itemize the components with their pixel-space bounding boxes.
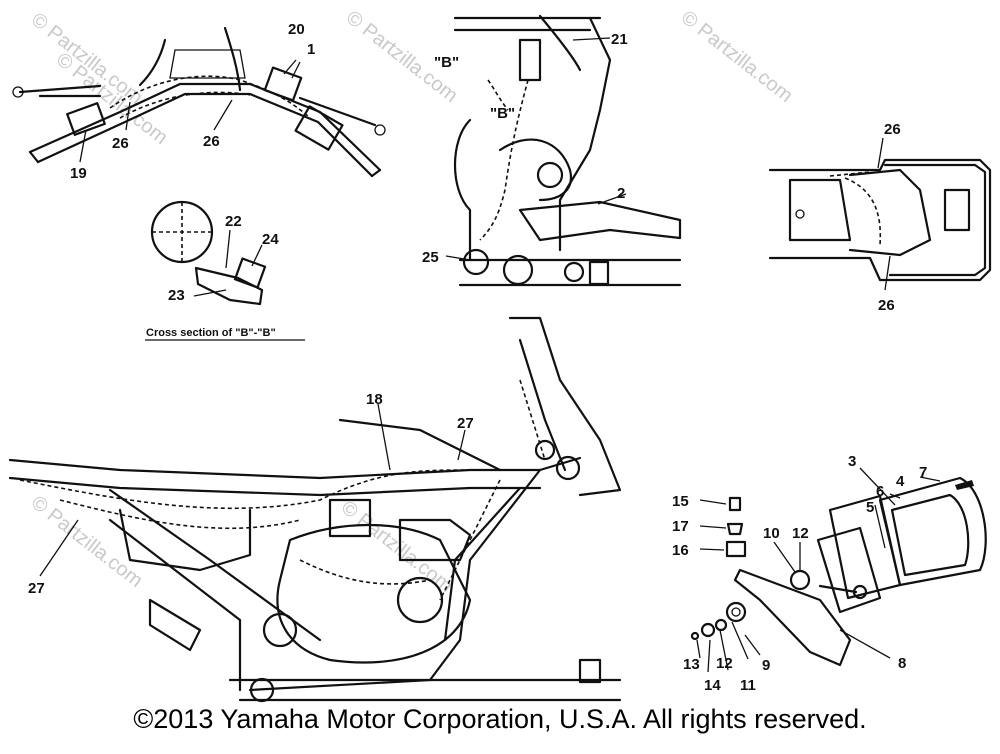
callout-label: 14 — [704, 677, 721, 694]
watermark: © Partzilla.com — [27, 492, 147, 592]
callout-label: 8 — [898, 655, 906, 672]
callout-label: 25 — [422, 249, 439, 266]
callout-label: 17 — [672, 518, 689, 535]
callout-label: 12 — [716, 655, 733, 672]
callout-label: 1 — [307, 41, 315, 58]
callout-label: 16 — [672, 542, 689, 559]
callout-label: 7 — [919, 464, 927, 481]
callout-label: 22 — [225, 213, 242, 230]
callout-label: 21 — [611, 31, 628, 48]
callout-label: 2 — [617, 185, 625, 202]
callout-label: 4 — [896, 473, 905, 490]
callout-label: 26 — [884, 121, 901, 138]
callout-label: 18 — [366, 391, 383, 408]
callout-label: 9 — [762, 657, 770, 674]
callout-label: 20 — [288, 21, 305, 38]
callout-label: 10 — [763, 525, 780, 542]
section-mark: "B" — [434, 54, 459, 71]
copyright-notice: ©2013 Yamaha Motor Corporation, U.S.A. A… — [133, 704, 867, 734]
callout-label: 24 — [262, 231, 279, 248]
section-caption: Cross section of "B"-"B" — [146, 327, 276, 339]
callout-label: 13 — [683, 656, 700, 673]
callout-label: 6 — [876, 483, 884, 500]
callout-label: 23 — [168, 287, 185, 304]
callout-label: 27 — [457, 415, 474, 432]
callout-label: 15 — [672, 493, 689, 510]
handlebar-detail — [12, 26, 386, 178]
section-mark: "B" — [490, 105, 515, 122]
taillight-exploded — [690, 467, 987, 673]
watermark: © Partzilla.com — [337, 497, 457, 597]
callout-label: 12 — [792, 525, 809, 542]
watermark: © Partzilla.com — [677, 7, 797, 107]
rear-fender-detail — [768, 137, 992, 291]
callout-label: 11 — [740, 677, 756, 694]
callout-label: 26 — [878, 297, 895, 314]
cross-section-bb — [145, 200, 305, 341]
watermark: © Partzilla.com — [27, 9, 147, 109]
callout-label: 19 — [70, 165, 87, 182]
callout-label: 5 — [866, 499, 874, 516]
callout-label: 26 — [112, 135, 129, 152]
callout-label: 27 — [28, 580, 45, 597]
main-frame — [8, 316, 622, 703]
callout-label: 3 — [848, 453, 856, 470]
frame-neck-detail: "B" "B" — [434, 14, 682, 287]
callout-label: 26 — [203, 133, 220, 150]
callouts: 20 1 26 26 19 22 24 23 21 2 25 26 26 18 … — [28, 21, 927, 694]
